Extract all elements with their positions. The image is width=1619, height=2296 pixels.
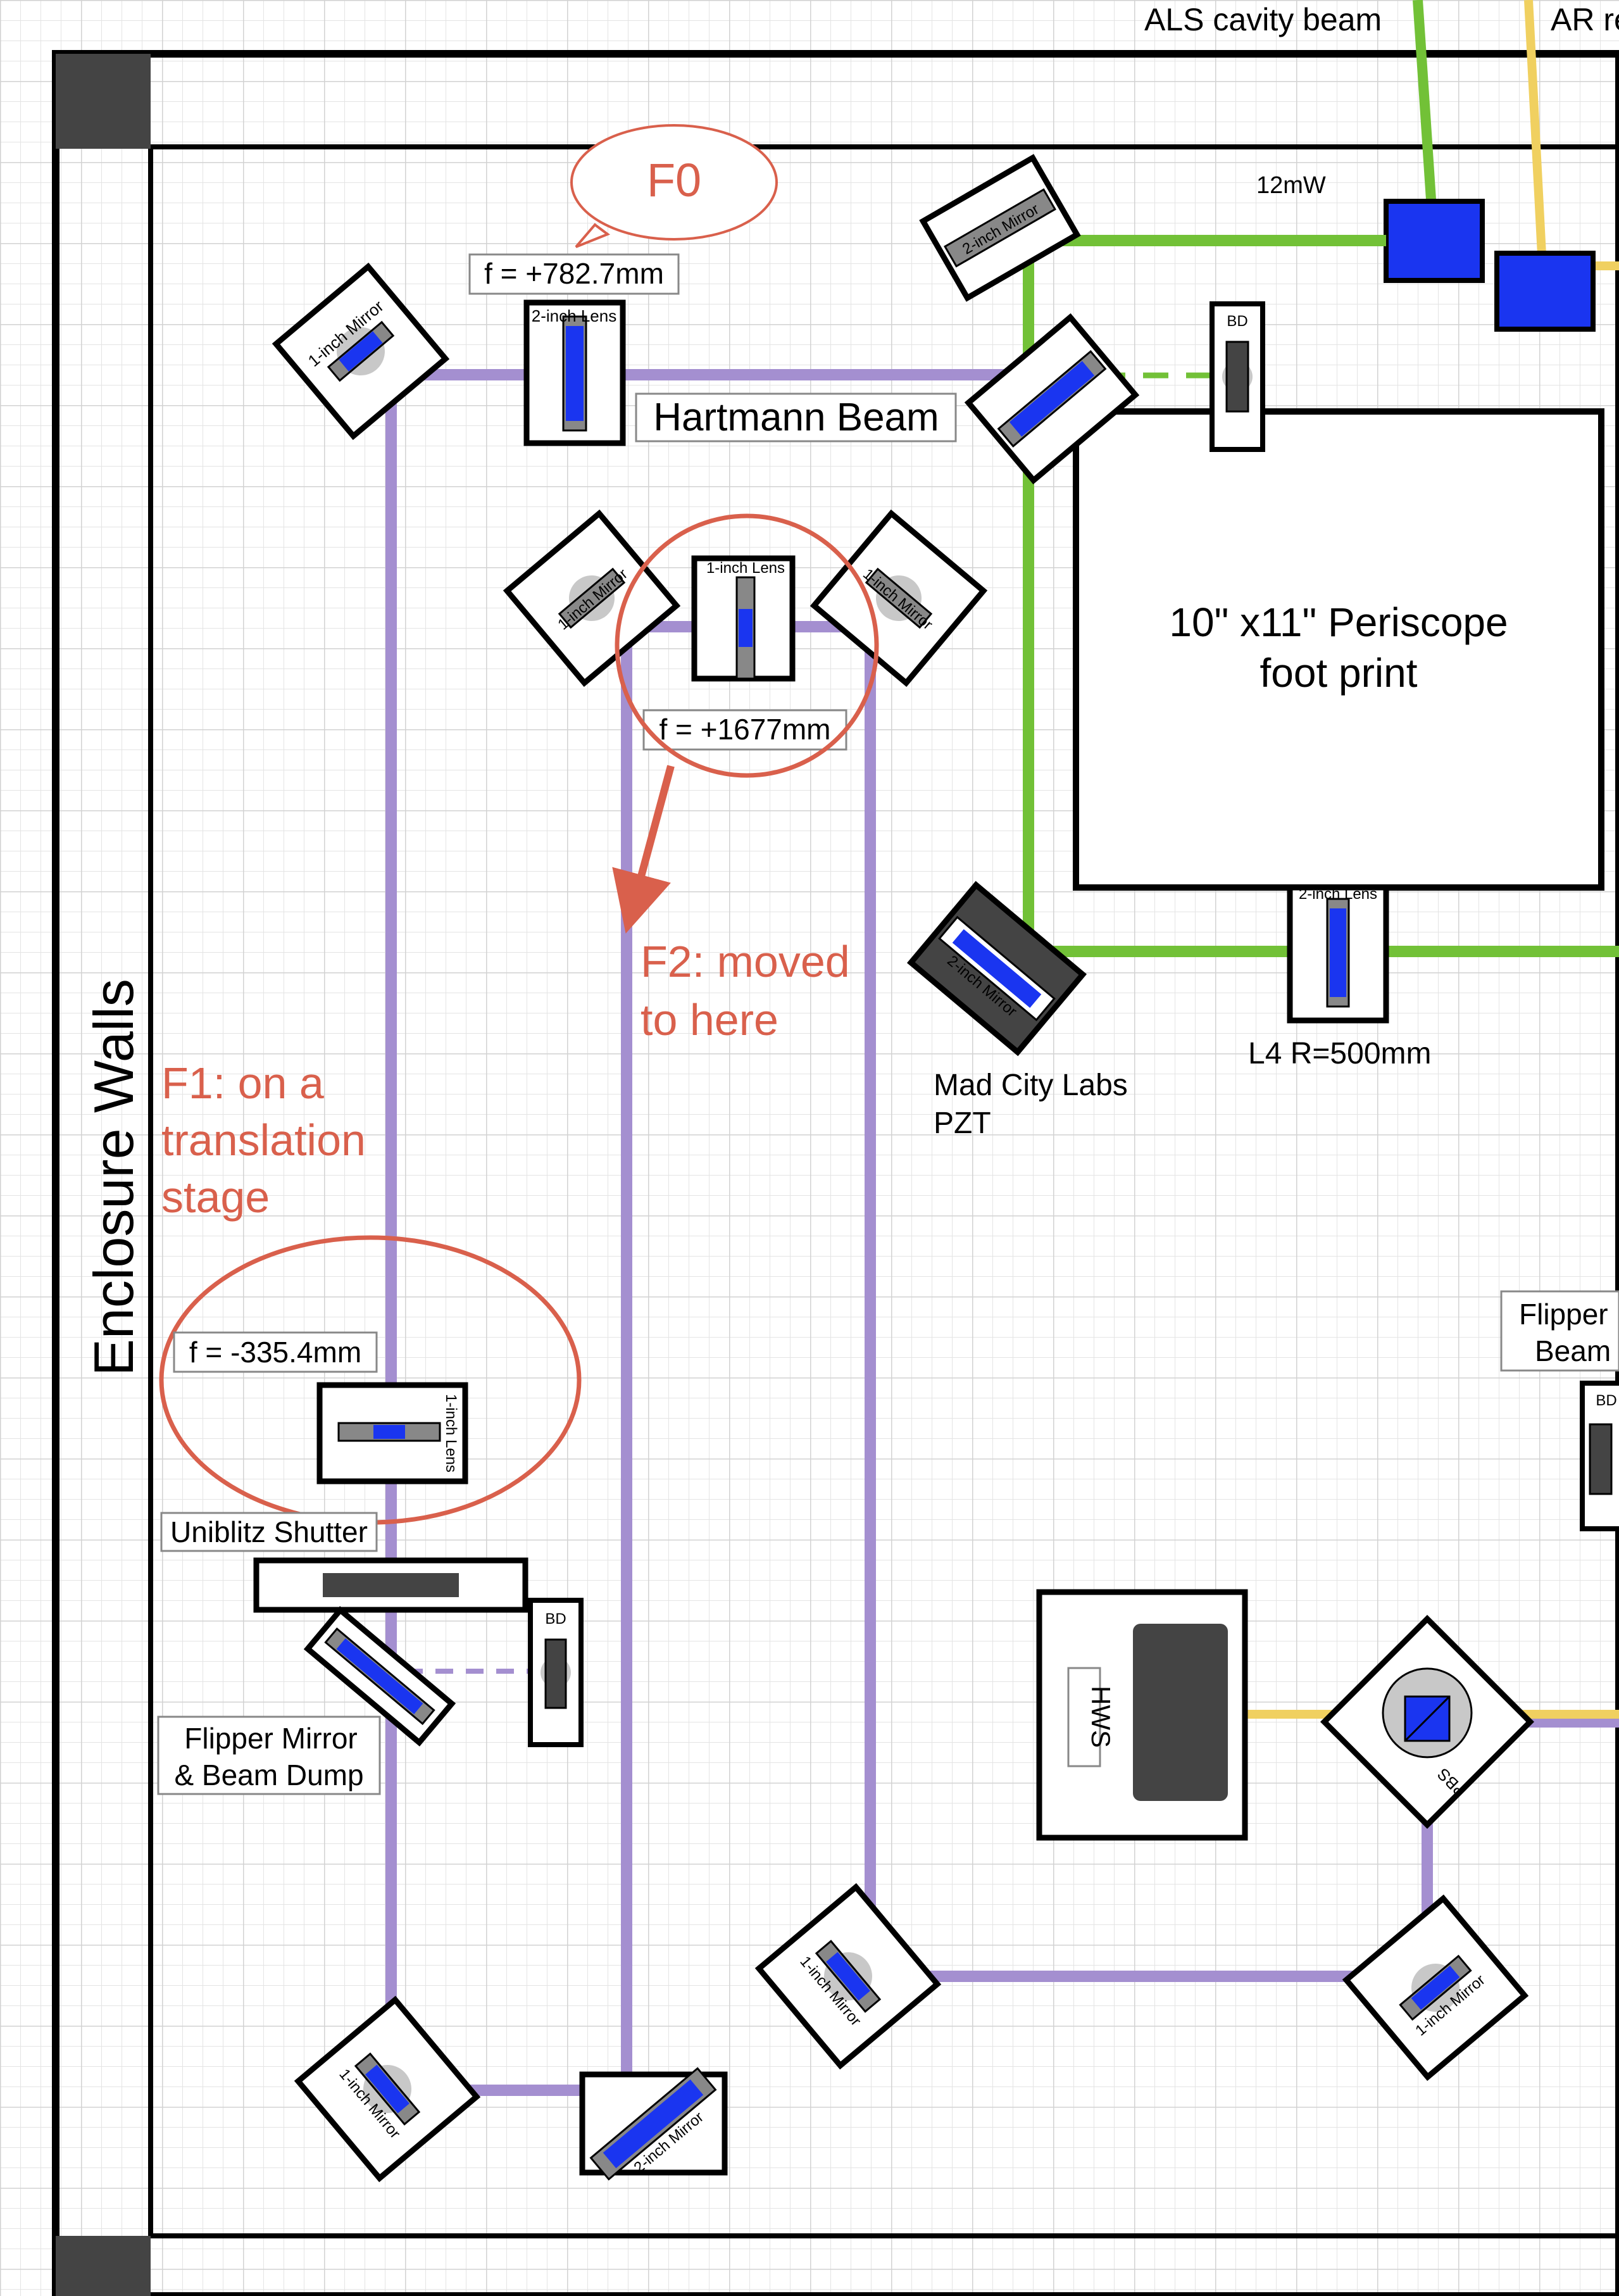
flipper-label-line1: Flipper Mirror [184, 1722, 357, 1755]
beam-dump-right: BD [1580, 1381, 1619, 1531]
mirror-2inch-bottom: 2-inch Mirror [579, 2067, 728, 2181]
mirror-1inch-f2-right: 1-inch Mirror [810, 509, 988, 687]
lens-f2-focal-box [642, 709, 847, 751]
f1-label-line2: translation [161, 1115, 366, 1165]
uniblitz-label-box [160, 1512, 378, 1552]
lens-f0-focal-label: f = +782.7mm [484, 257, 664, 290]
bd-label: BD [1596, 1392, 1616, 1409]
mirror-2inch-top: 2-inch Mirror [919, 154, 1081, 302]
lens-label: 2-inch Lens [1299, 886, 1377, 903]
f2-label-line2: to here [641, 995, 778, 1044]
lens-f1-focal-box [173, 1331, 378, 1373]
beam-dump-top: BD [1210, 301, 1265, 452]
lens-1inch-f1: 1-inch Lens [316, 1382, 468, 1484]
lens-f1-focal-label: f = -335.4mm [189, 1336, 361, 1369]
uniblitz-shutter [253, 1557, 528, 1613]
power-label: 12mW [1256, 172, 1326, 199]
f0-callout: F0 [570, 124, 778, 248]
lens-f0-focal-box [468, 253, 680, 295]
bd-label: BD [1227, 313, 1247, 330]
mirror-1inch-bottom-center: 1-inch Mirror [754, 1883, 942, 2070]
als-cavity-beam-line [1413, 0, 1437, 210]
ar-beam-line [1524, 0, 1547, 279]
l4-label: L4 R=500mm [1248, 1037, 1431, 1070]
mirror-1inch-bottom-right: 1-inch Mirror [1342, 1894, 1529, 2081]
lens-2inch-f0: 2-inch Lens [523, 299, 626, 446]
lens-f2-focal-label: f = +1677mm [659, 713, 830, 746]
hartmann-beam-label: Hartmann Beam [653, 396, 939, 439]
corner-block-bottom [56, 2236, 151, 2296]
hws-camera: HWS [1036, 1589, 1248, 1841]
mad-city-label-line2: PZT [934, 1107, 991, 1140]
hws-label: HWS [1086, 1686, 1116, 1748]
enclosure-walls-label: Enclosure Walls [82, 979, 145, 1376]
detector-box-ar [1494, 251, 1596, 332]
f2-highlight-circle [615, 513, 879, 778]
flipper-mirror [303, 1606, 456, 1747]
f1-label-line3: stage [161, 1172, 270, 1222]
hartmann-beam-label-box [635, 392, 957, 442]
periscope-label-line1: 10" x11" Periscope [1169, 599, 1508, 645]
mirror-1inch-bottom-left: 1-inch Mirror [294, 1995, 481, 2183]
lens-2inch-l4: 2-inch Lens [1287, 884, 1389, 1024]
pbs-cube [1320, 1615, 1534, 1829]
enclosure-walls [52, 50, 1619, 2296]
lens-label: 2-inch Lens [532, 306, 616, 325]
uniblitz-label: Uniblitz Shutter [170, 1515, 368, 1548]
bd-label: BD [545, 1610, 566, 1628]
f1-label-line1: F1: on a [161, 1058, 324, 1108]
ar-label: AR re [1551, 2, 1619, 37]
mirror-1inch-top-left: 1-inch Mirror [272, 262, 450, 441]
lens-label: 1-inch Lens [442, 1394, 459, 1472]
mirror-2inch-junction [964, 313, 1140, 485]
beam-dump-flipper: BD [528, 1598, 584, 1747]
lens-1inch-f2: 1-inch Lens [691, 555, 796, 682]
f2-label-line1: F2: moved [641, 937, 850, 986]
flipper-right-label-line1: Flipper [1519, 1298, 1608, 1331]
f0-label: F0 [647, 154, 701, 206]
detector-box-als [1384, 199, 1485, 283]
flipper-label-line2: & Beam Dump [174, 1759, 363, 1791]
mad-city-label-line1: Mad City Labs [934, 1069, 1128, 1102]
lens-label: 1-inch Lens [706, 560, 785, 577]
flipper-right-label-box [1500, 1290, 1619, 1372]
periscope-label-line2: foot print [1260, 650, 1417, 696]
flipper-right-label-line2: Beam [1535, 1334, 1611, 1367]
corner-block-top [56, 54, 151, 149]
flipper-label-box [157, 1716, 381, 1795]
periscope-footprint [1073, 408, 1604, 891]
als-cavity-beam-label: ALS cavity beam [1144, 2, 1382, 37]
f2-arrow [612, 765, 675, 934]
